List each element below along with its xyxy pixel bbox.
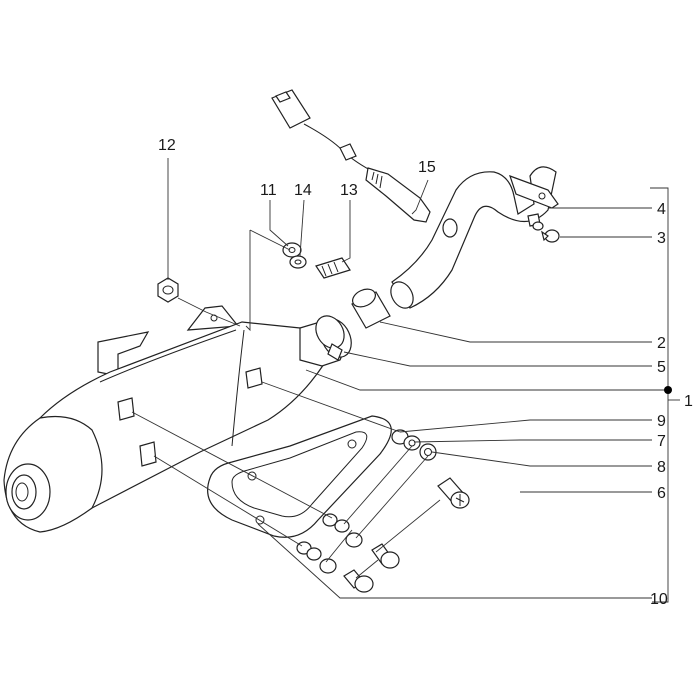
leader-hardware-bracket — [245, 230, 251, 332]
body-shading — [231, 329, 245, 447]
exhaust-pipe — [390, 166, 559, 309]
leader-clip-9 — [261, 381, 401, 433]
shield-hole-1 — [247, 471, 257, 481]
leader-2 — [379, 321, 652, 343]
callout-1: 1 — [684, 393, 693, 410]
leader-7-mid — [343, 445, 413, 525]
leader-6-mid — [375, 499, 441, 553]
leader-8-low — [325, 529, 353, 563]
callout-2: 2 — [657, 335, 666, 352]
leader-8-mid — [355, 455, 429, 539]
leader-13 — [341, 200, 351, 263]
body-seam — [99, 329, 237, 383]
callout-labels: 12 11 14 13 15 4 3 2 5 1 9 7 8 6 10 — [158, 137, 693, 608]
part-12-nut — [157, 277, 179, 303]
body-clip-upper — [245, 367, 263, 389]
connector-latch — [275, 91, 291, 103]
sensor-grommet — [339, 143, 357, 161]
part-4-washer — [532, 221, 544, 231]
leader-14 — [299, 199, 305, 257]
washer-mid-1 — [334, 519, 350, 533]
body-clip-left — [117, 397, 135, 421]
leader-body-1 — [305, 369, 668, 391]
leader-lines — [131, 158, 680, 603]
muffler-mount-tab — [186, 305, 240, 331]
callout-8: 8 — [657, 459, 666, 476]
part-5-gasket — [315, 315, 345, 361]
callout-12: 12 — [158, 137, 176, 154]
part-8-washer-hole — [424, 448, 432, 456]
bolt-mid — [371, 543, 400, 569]
leader-7 — [413, 439, 652, 443]
callout-4: 4 — [657, 201, 666, 218]
leader-12-to-body — [177, 297, 241, 327]
part-2-sleeve — [351, 288, 391, 329]
part-14-washer-hole — [294, 259, 302, 265]
sensor-thread — [371, 171, 383, 189]
shield-hole-2 — [347, 439, 357, 449]
callout-9: 9 — [657, 413, 666, 430]
leader-clip-mid — [131, 411, 333, 519]
washer-low-1 — [306, 547, 322, 561]
part-14-washer — [289, 255, 307, 269]
sensor-body — [365, 167, 431, 223]
heat-shield-outer — [207, 415, 392, 538]
reference-dot — [664, 386, 672, 394]
part-6-bolt — [437, 477, 470, 509]
callout-7: 7 — [657, 433, 666, 450]
tailpipe-inner — [11, 474, 37, 510]
spacer-mid — [322, 513, 338, 527]
leader-bracket-1 — [650, 187, 669, 603]
callout-15: 15 — [418, 159, 436, 176]
leader-8 — [431, 451, 652, 467]
washer-low-2 — [319, 558, 337, 574]
lambda-sensor — [271, 89, 431, 223]
callout-13: 13 — [340, 182, 358, 199]
leader-5 — [343, 351, 652, 367]
part-3-bolt — [541, 229, 560, 243]
washer-mid-2 — [345, 532, 363, 548]
sensor-cable — [303, 123, 371, 171]
muffler-top-bracket — [97, 331, 150, 377]
callout-14: 14 — [294, 182, 312, 199]
callout-11: 11 — [260, 182, 277, 199]
exhaust-pipe-body — [391, 166, 557, 309]
callout-10: 10 — [650, 591, 668, 608]
shield-hole-3 — [255, 515, 265, 525]
callout-6: 6 — [657, 485, 666, 502]
pipe-outlet — [390, 281, 414, 309]
leader-6-low — [355, 559, 379, 579]
part-11-washer — [282, 242, 302, 258]
flange-hole — [538, 192, 546, 200]
sensor-boss — [442, 218, 458, 238]
heat-shield-inner — [231, 431, 368, 518]
part-8-washer — [419, 443, 437, 461]
heat-shield — [207, 415, 392, 538]
callout-3: 3 — [657, 230, 666, 247]
body-clip-lower — [139, 441, 157, 467]
tailpipe-bore — [15, 482, 29, 502]
bolt-low — [343, 569, 374, 593]
leader-15 — [411, 179, 429, 215]
leader-11 — [269, 200, 289, 247]
pipe-flange — [509, 175, 559, 209]
callout-5: 5 — [657, 359, 666, 376]
leader-clip-low — [153, 455, 303, 547]
leader-9 — [399, 419, 652, 433]
leader-hardware-link — [249, 229, 291, 251]
leader-10 — [257, 523, 652, 599]
part-7-washer — [403, 435, 421, 451]
part-13-stud — [315, 257, 351, 279]
